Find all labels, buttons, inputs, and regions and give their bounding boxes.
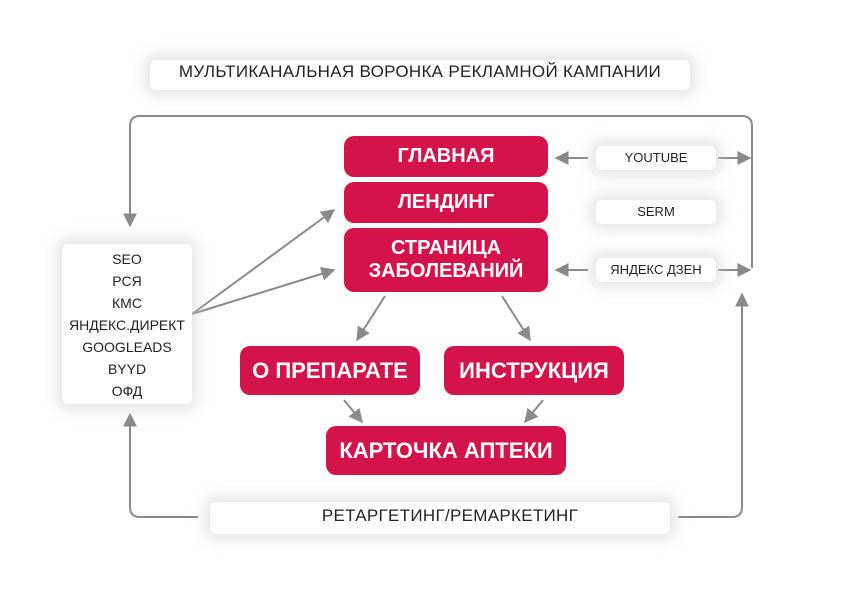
serm-glow (596, 200, 716, 224)
drug-to-pharmacy-arrow (343, 399, 363, 424)
source-item: ЯНДЕКС.ДИРЕКТ (69, 317, 185, 333)
node-main: ГЛАВНАЯ (344, 136, 548, 177)
youtube-glow (596, 146, 716, 170)
source-item: КМС (112, 295, 142, 311)
source-item: GOOGLEADS (82, 339, 172, 355)
node-instruction-label: ИНСТРУКЦИЯ (459, 357, 609, 383)
retargeting-right-arrow (678, 292, 749, 518)
node-disease-page: СТРАНИЦА ЗАБОЛЕВАНИЙ (344, 228, 548, 292)
sources-to-disease-arrow (191, 267, 336, 315)
node-instruction: ИНСТРУКЦИЯ (444, 346, 624, 395)
source-item: SEO (112, 251, 142, 267)
node-disease-label-2: ЗАБОЛЕВАНИЙ (368, 260, 524, 282)
channel-youtube: YOUTUBE (624, 150, 688, 165)
retargeting-left-arrow (123, 412, 198, 518)
channel-zen: ЯНДЕКС ДЗЕН (610, 262, 702, 277)
instruction-to-pharmacy-arrow (524, 399, 544, 424)
source-item: ОФД (111, 383, 143, 399)
sources-to-landing-arrow (191, 209, 336, 315)
node-main-label: ГЛАВНАЯ (397, 145, 495, 167)
loop-top-arrow (123, 115, 753, 268)
diagram-title: МУЛЬТИКАНАЛЬНАЯ ВОРОНКА РЕКЛАМНОЙ КАМПАН… (178, 62, 662, 81)
node-landing: ЛЕНДИНГ (344, 182, 548, 223)
sources-list: SEO РСЯ КМС ЯНДЕКС.ДИРЕКТ GOOGLEADS BYYD… (62, 248, 192, 402)
title-glow (150, 60, 690, 90)
retargeting-glow (210, 502, 670, 534)
disease-to-drug-arrow (356, 295, 386, 342)
retargeting-label: РЕТАРГЕТИНГ/РЕМАРКЕТИНГ (321, 506, 579, 525)
zen-glow (596, 258, 716, 282)
source-item: РСЯ (112, 273, 142, 289)
node-pharmacy: КАРТОЧКА АПТЕКИ (326, 426, 566, 475)
channel-serm: SERM (637, 204, 675, 219)
node-landing-label: ЛЕНДИНГ (397, 191, 495, 213)
source-item: BYYD (107, 361, 147, 377)
node-drug: О ПРЕПАРАТЕ (240, 346, 420, 395)
disease-to-instruction-arrow (501, 295, 531, 342)
node-disease-label-1: СТРАНИЦА (390, 237, 502, 259)
sources-glow (62, 244, 192, 404)
node-drug-label: О ПРЕПАРАТЕ (252, 357, 408, 383)
node-pharmacy-label: КАРТОЧКА АПТЕКИ (339, 437, 553, 463)
